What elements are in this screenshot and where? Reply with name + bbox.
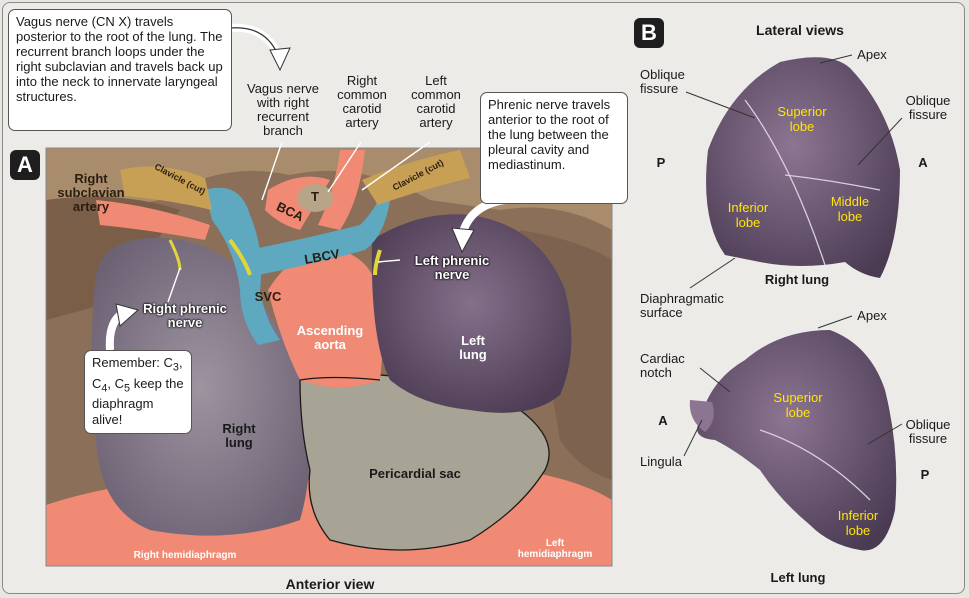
- rl-diaphragmatic-label: Diaphragmatic surface: [640, 291, 724, 320]
- label-t: T: [311, 189, 319, 204]
- rl-p-label: P: [656, 155, 666, 170]
- remember-mid-1: , C: [92, 355, 183, 391]
- svc-shape: [205, 187, 280, 345]
- ll-p-label: P: [920, 467, 930, 482]
- rl-a-label: A: [918, 155, 928, 170]
- remember-c5: 5: [124, 382, 131, 395]
- ll-inferior-lobe: Inferior lobe: [837, 508, 879, 538]
- remember-mid-2: , C: [107, 375, 125, 391]
- remember-prefix: Remember: C: [92, 355, 173, 370]
- left-lung-caption: Left lung: [770, 570, 826, 585]
- vagus-callout-text: Vagus nerve (CN X) travels posterior to …: [16, 14, 223, 104]
- rl-oblique-left-label: Oblique fissure: [640, 67, 685, 96]
- rl-superior-lobe: Superior lobe: [777, 104, 827, 134]
- label-svc: SVC: [254, 289, 282, 304]
- label-left-phrenic: Left phrenic nerve: [414, 253, 490, 282]
- ll-lingula-label: Lingula: [640, 454, 682, 469]
- left-clavicle: [362, 150, 470, 205]
- ll-superior-lobe: Superior lobe: [773, 390, 823, 420]
- label-pericardial-sac: Pericardial sac: [369, 466, 461, 481]
- label-right-hemidiaphragm: Right hemidiaphragm: [133, 550, 237, 561]
- phrenic-callout: Phrenic nerve travels anterior to the ro…: [480, 92, 628, 204]
- label-left-hemidiaphragm: Left hemidiaphragm: [517, 538, 593, 560]
- remember-c4: 4: [101, 382, 108, 395]
- panel-b-title: Lateral views: [756, 22, 844, 38]
- left-lung-shape: [371, 214, 572, 413]
- label-vagus-recurrent: Vagus nerve with right recurrent branch: [246, 81, 320, 138]
- rl-inferior-lobe: Inferior lobe: [727, 200, 769, 230]
- rl-oblique-right-label: Oblique fissure: [905, 93, 951, 122]
- ll-oblique-label: Oblique fissure: [905, 417, 951, 446]
- rl-apex-label: Apex: [857, 47, 887, 62]
- left-lung-lateral: [697, 330, 897, 551]
- label-right-subclavian: Right subclavian artery: [57, 171, 125, 214]
- right-clavicle: [120, 166, 212, 210]
- ll-cardiac-notch-label: Cardiac notch: [640, 351, 685, 380]
- remember-end: keep the diaphragm alive!: [92, 375, 184, 428]
- label-right-common-carotid: Right common carotid artery: [337, 73, 387, 130]
- right-lung-caption: Right lung: [764, 272, 830, 287]
- panel-a-badge: A: [10, 150, 40, 180]
- remember-callout: Remember: C3, C4, C5 keep the diaphragm …: [84, 350, 192, 434]
- ll-a-label: A: [658, 413, 668, 428]
- vagus-callout: Vagus nerve (CN X) travels posterior to …: [8, 9, 232, 131]
- panel-a-caption: Anterior view: [285, 576, 375, 592]
- rl-middle-lobe: Middle lobe: [830, 194, 870, 224]
- aorta-shape: [268, 248, 383, 388]
- label-right-lung: Right lung: [222, 421, 256, 450]
- panel-b-badge: B: [634, 18, 664, 48]
- label-left-common-carotid: Left common carotid artery: [411, 73, 461, 130]
- phrenic-callout-text: Phrenic nerve travels anterior to the ro…: [488, 97, 611, 172]
- label-left-lung: Left lung: [459, 333, 487, 362]
- ll-apex-label: Apex: [857, 308, 887, 323]
- remember-c3: 3: [172, 361, 179, 374]
- lbcv-shape: [248, 190, 390, 275]
- label-ascending-aorta: Ascending aorta: [296, 323, 364, 352]
- label-right-phrenic: Right phrenic nerve: [143, 301, 227, 330]
- right-lung-lateral: [706, 57, 900, 279]
